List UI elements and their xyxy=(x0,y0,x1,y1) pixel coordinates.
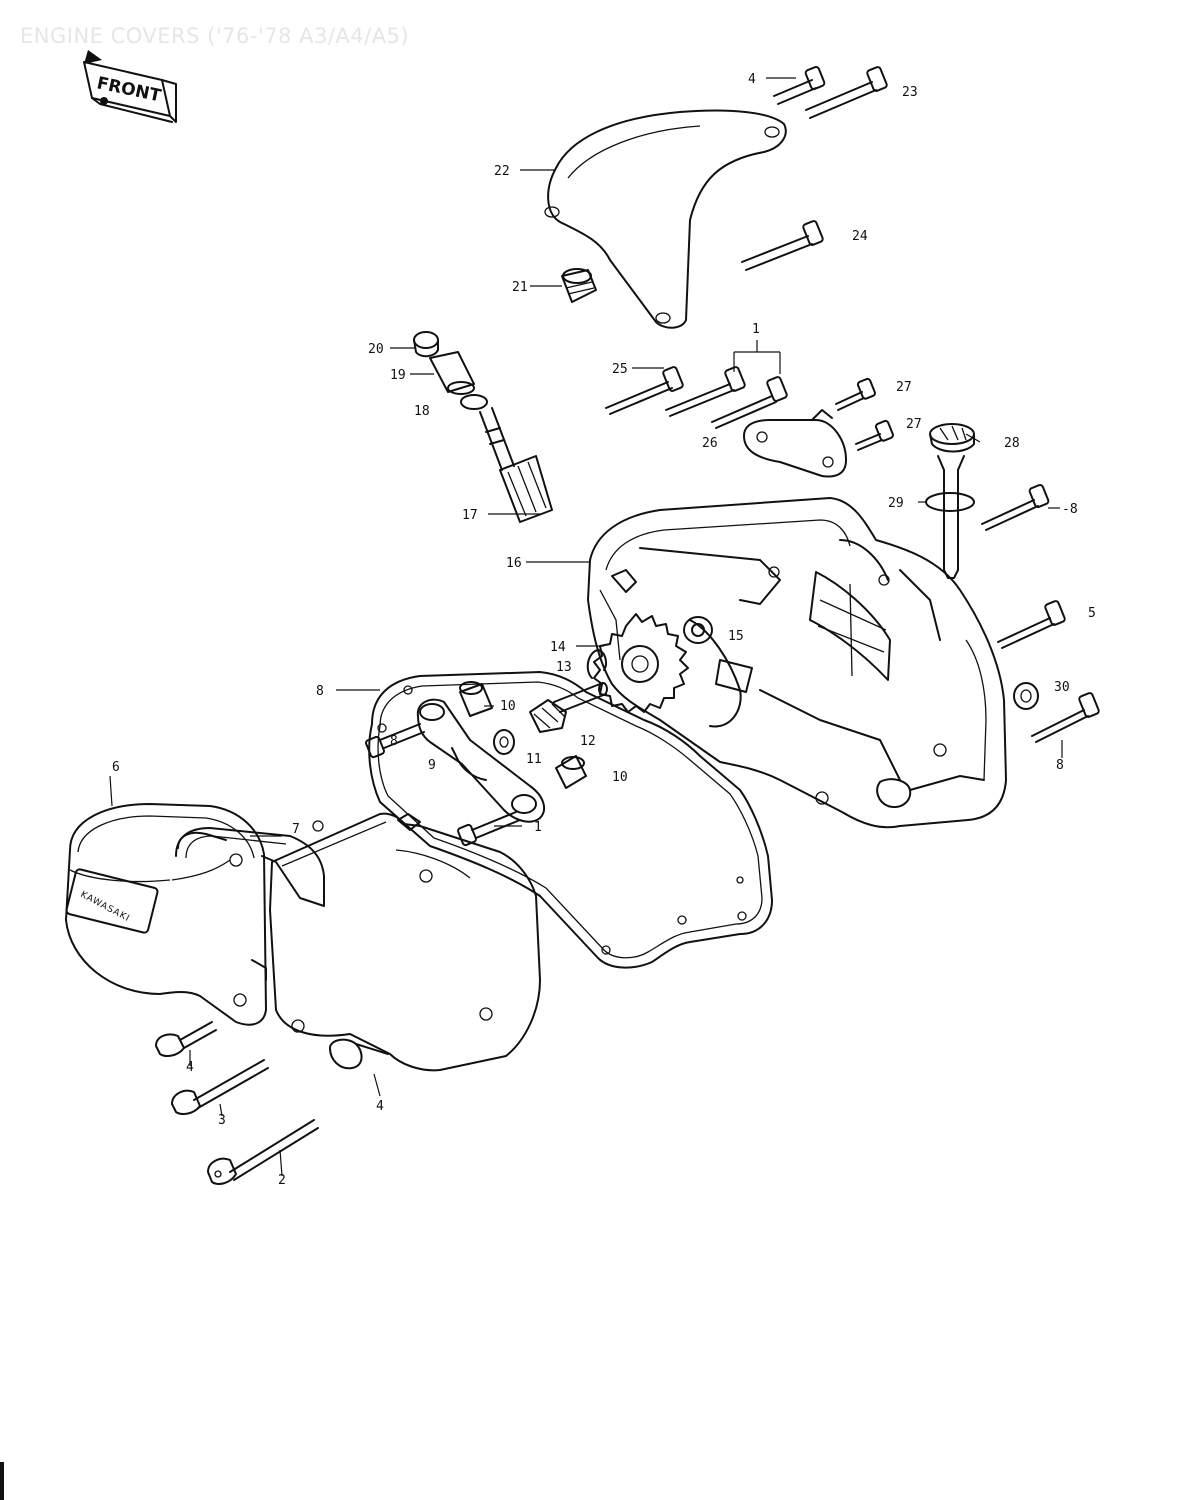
bolt-8-lower-right xyxy=(1031,692,1100,743)
callout-23: 23 xyxy=(902,85,918,100)
oring-29 xyxy=(925,492,975,512)
callout-7: 8 xyxy=(316,684,324,699)
callout-1b: 2 xyxy=(278,1173,286,1188)
plate-26 xyxy=(743,409,847,478)
callout-4c: 5 xyxy=(1088,606,1096,621)
dipstick-28 xyxy=(929,423,975,579)
callout-3: 4 xyxy=(376,1099,384,1114)
sprocket-cover-3 xyxy=(269,812,541,1072)
callout-22: 22 xyxy=(494,164,510,179)
callout-24: 24 xyxy=(852,229,868,244)
oring-18 xyxy=(460,394,488,410)
bolt-4-right xyxy=(997,600,1066,649)
clip-13 xyxy=(586,649,607,679)
bolt-2 xyxy=(171,1059,269,1115)
bolt-1-a xyxy=(665,366,746,417)
callout-5: 6 xyxy=(112,760,120,775)
bolt-27-upper xyxy=(835,377,876,411)
callout-26: 26 xyxy=(702,436,718,451)
bolt-25 xyxy=(605,366,684,415)
callout-8b: 1 xyxy=(534,820,542,835)
bolt-1-bottom xyxy=(207,1119,319,1185)
gear-14 xyxy=(593,613,689,713)
callout-30: 30 xyxy=(1054,680,1070,695)
callout-19: 19 xyxy=(390,368,406,383)
callout-8a: 8 xyxy=(390,734,398,749)
callout-8d: -8 xyxy=(1062,502,1078,517)
page-edge-mark xyxy=(0,1462,4,1500)
cover-22 xyxy=(544,109,787,329)
callout-4b: 4 xyxy=(186,1060,194,1075)
bolt-8-upper-left xyxy=(365,723,425,759)
pin-10-lower xyxy=(555,755,587,789)
bolt-4-top xyxy=(773,66,826,105)
gasket-6 xyxy=(175,820,325,907)
callout-14: 14 xyxy=(550,640,566,655)
bolt-23 xyxy=(805,66,888,119)
leader-lines xyxy=(109,77,1063,1177)
callout-27b: 27 xyxy=(906,417,922,432)
callout-21: 21 xyxy=(512,280,528,295)
front-badge: FRONT xyxy=(83,50,177,123)
callout-18: 18 xyxy=(414,404,430,419)
callout-20: 20 xyxy=(368,342,384,357)
callout-11: 11 xyxy=(526,752,542,767)
lever-9 xyxy=(416,698,546,823)
gear-shaft-17 xyxy=(479,407,553,523)
callout-27a: 27 xyxy=(896,380,912,395)
callout-16: 16 xyxy=(506,556,522,571)
callout-10a: 10 xyxy=(500,699,516,714)
bolt-4-bottom xyxy=(155,1021,217,1057)
washer-30 xyxy=(1013,682,1039,710)
bolt-1-b xyxy=(711,376,788,429)
washer-15 xyxy=(683,616,713,644)
callout-13: 13 xyxy=(556,660,572,675)
bolt-24 xyxy=(741,220,824,271)
callout-17: 17 xyxy=(462,508,478,523)
callout-4a: 4 xyxy=(748,72,756,87)
callout-25: 25 xyxy=(612,362,628,377)
callout-1a: 1 xyxy=(752,322,760,337)
callout-2: 3 xyxy=(218,1113,226,1128)
gear-11 xyxy=(493,699,567,755)
crankcase-cover-16 xyxy=(587,497,1007,829)
callout-6: 7 xyxy=(292,822,300,837)
bolt-27-lower xyxy=(855,419,894,451)
callout-10b: 10 xyxy=(612,770,628,785)
bolt-8-upper-right xyxy=(981,484,1050,531)
callout-28: 28 xyxy=(1004,436,1020,451)
cap-20 xyxy=(413,331,439,358)
page-title: ENGINE COVERS ('76-'78 A3/A4/A5) xyxy=(20,24,410,48)
callout-8c: 8 xyxy=(1056,758,1064,773)
pin-10-upper xyxy=(459,681,493,717)
callouts: 4 23 22 24 21 20 19 18 17 1 25 27 27 26 … xyxy=(112,72,1096,1188)
plug-21 xyxy=(561,268,597,303)
clutch-cover-5: KAWASAKI xyxy=(65,803,267,1026)
callout-12: 12 xyxy=(580,734,596,749)
callout-29: 29 xyxy=(888,496,904,511)
gasket-7 xyxy=(368,671,773,969)
callout-15: 15 xyxy=(728,629,744,644)
sleeve-19 xyxy=(429,351,475,395)
callout-9: 9 xyxy=(428,758,436,773)
